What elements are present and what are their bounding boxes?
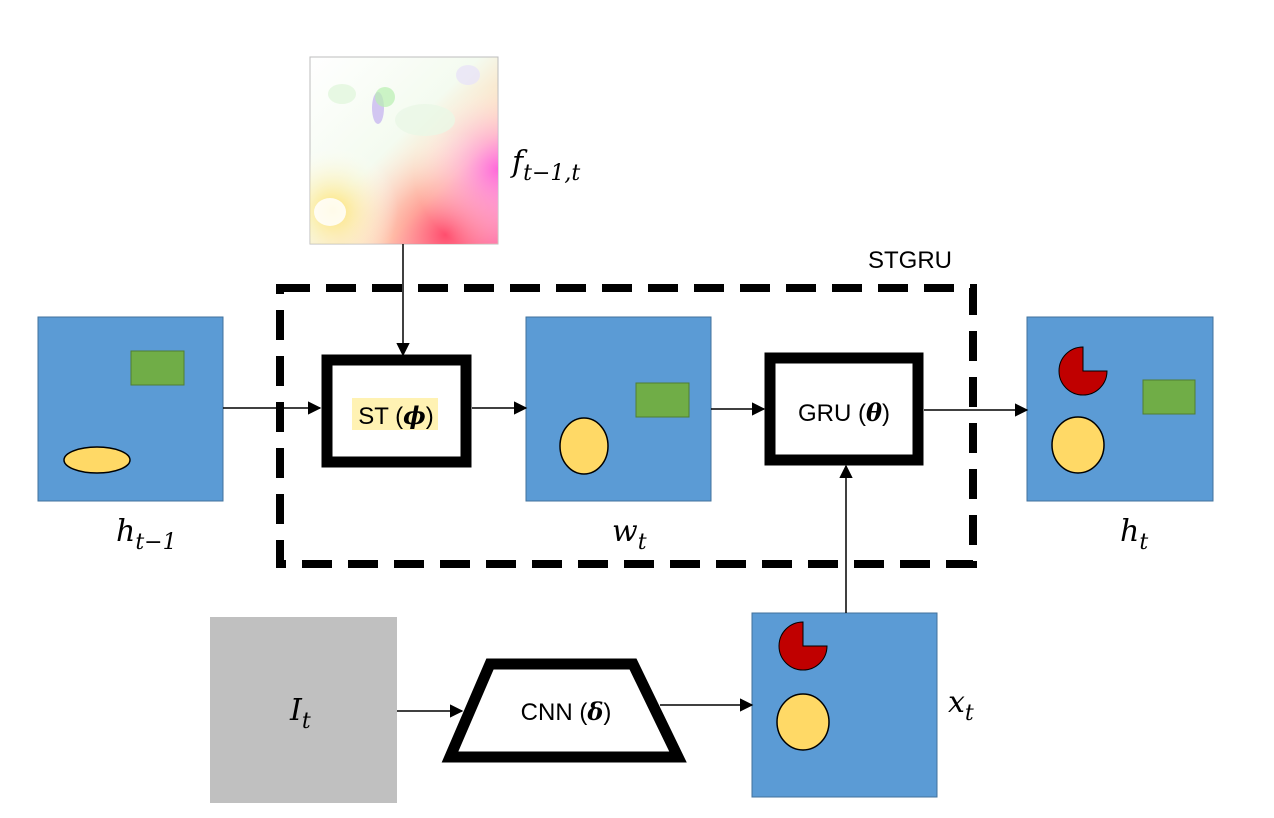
flow-label-sub: t−1,t xyxy=(523,161,580,186)
h-cur-label: ht xyxy=(1120,514,1148,555)
st-label-name: ST ( xyxy=(358,403,403,430)
yellow-circle xyxy=(1051,416,1105,474)
gru-module: GRU (θ) xyxy=(764,352,924,466)
svg-text:CNN (δ): CNN (δ) xyxy=(521,697,612,726)
svg-text:It: It xyxy=(289,693,311,734)
yellow-circle xyxy=(559,417,609,475)
x-label-base: x xyxy=(948,685,965,720)
yellow-circle xyxy=(776,693,830,751)
input-image: It xyxy=(210,617,397,803)
gru-label-param: θ xyxy=(866,398,882,427)
st-label-highlight xyxy=(352,398,438,430)
cnn-label-param: δ xyxy=(586,697,603,726)
svg-text:ST (ϕ): ST (ϕ) xyxy=(358,401,434,430)
st-label-param: ϕ xyxy=(403,401,426,430)
feature-map-w xyxy=(525,316,712,502)
stgru-dashed-box xyxy=(276,284,977,568)
green-rect xyxy=(635,382,690,418)
st-label-close: ) xyxy=(426,403,434,430)
red-pacman xyxy=(778,621,828,671)
red-pacman xyxy=(1058,346,1108,396)
st-module: ST (ϕ) xyxy=(321,354,472,468)
x-label: xt xyxy=(948,685,974,726)
h-prev-label: ht−1 xyxy=(116,514,177,555)
image-label-sub: t xyxy=(302,709,311,734)
green-rect xyxy=(1142,379,1196,415)
h-prev-label-sub: t−1 xyxy=(135,530,176,555)
h-prev-label-base: h xyxy=(116,514,135,549)
cnn-label-close: ) xyxy=(603,699,611,726)
green-rect xyxy=(130,350,185,386)
w-label-base: w xyxy=(612,514,638,549)
gru-label-close: ) xyxy=(882,400,890,427)
yellow-ellipse xyxy=(63,446,131,474)
w-label: wt xyxy=(612,514,647,555)
h-cur-label-base: h xyxy=(1120,514,1139,549)
flow-label: ft−1,t xyxy=(510,145,580,186)
w-label-sub: t xyxy=(638,530,647,555)
stgru-label: STGRU xyxy=(868,247,952,274)
x-label-sub: t xyxy=(965,701,974,726)
cnn-module: CNN (δ) xyxy=(441,658,687,763)
feature-map-h-cur xyxy=(1026,316,1214,502)
image-label-base: I xyxy=(289,693,303,728)
h-cur-label-sub: t xyxy=(1139,530,1148,555)
feature-map-x xyxy=(751,612,938,798)
feature-map-h-prev xyxy=(37,316,224,502)
optical-flow-image xyxy=(309,56,499,245)
svg-text:GRU (θ): GRU (θ) xyxy=(798,398,890,427)
gru-label-name: GRU ( xyxy=(798,400,866,427)
cnn-label-name: CNN ( xyxy=(521,699,588,726)
